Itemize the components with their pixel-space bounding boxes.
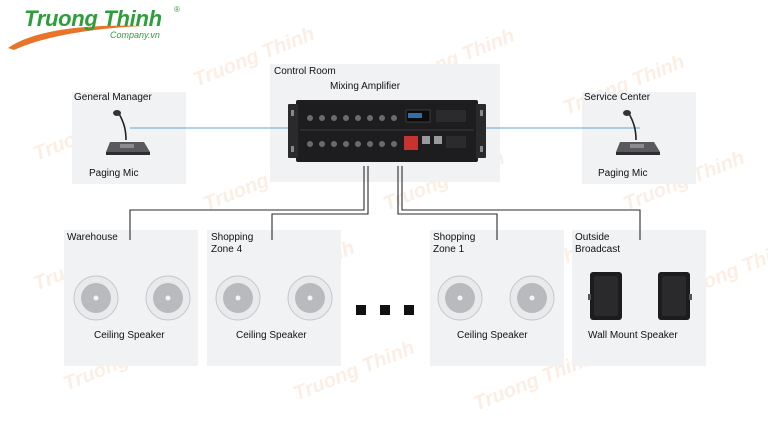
zone-shopping-4-device-label: Ceiling Speaker	[236, 330, 307, 341]
ceiling-speaker-pair-icon	[73, 275, 191, 321]
logo-swoosh-icon	[8, 25, 144, 50]
zone-warehouse-label: Warehouse	[67, 232, 118, 243]
paging-mic-icon	[616, 110, 660, 155]
logo-subtitle: Company.vn	[110, 30, 160, 40]
paging-mic-right-label: Paging Mic	[598, 168, 648, 179]
service-center-label: Service Center	[584, 92, 651, 103]
mixing-amplifier-label: Mixing Amplifier	[330, 81, 401, 92]
ceiling-speaker-pair-icon	[437, 275, 555, 321]
logo-registered-mark: ®	[174, 5, 180, 14]
panel-general-manager	[72, 92, 186, 184]
paging-mic-icon	[106, 110, 150, 155]
zone-shopping-1-device-label: Ceiling Speaker	[457, 330, 528, 341]
logo-text: Truong Thinh	[24, 6, 162, 31]
control-room-label: Control Room	[274, 66, 336, 77]
zone-shopping-4-label: Shopping Zone 4	[211, 232, 254, 255]
ceiling-speaker-pair-icon	[215, 275, 333, 321]
zone-outside-broadcast-device-label: Wall Mount Speaker	[588, 330, 678, 341]
speaker-wires	[129, 166, 641, 240]
paging-mic-left-label: Paging Mic	[89, 168, 139, 179]
zone-warehouse-device-label: Ceiling Speaker	[94, 330, 165, 341]
general-manager-label: General Manager	[74, 92, 152, 103]
zone-outside-broadcast-label: Outside Broadcast	[575, 232, 621, 255]
panel-service-center	[582, 92, 696, 184]
zone-shopping-1-label: Shopping Zone 1	[433, 232, 476, 255]
wall-mount-speaker-pair-icon	[588, 272, 692, 320]
mixing-amplifier-icon	[288, 100, 486, 162]
